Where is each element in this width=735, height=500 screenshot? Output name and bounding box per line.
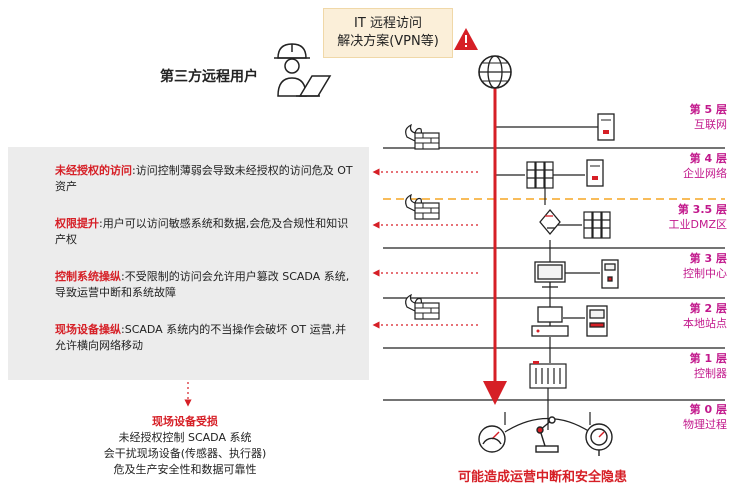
switch-icon [539,208,561,236]
server-icon [597,113,615,141]
risk-text: SCADA 系统内的不当操作会破坏 OT 运营,并允许横向网络移动 [55,323,347,352]
bottom-caption: 可能造成运营中断和安全隐患 [458,470,628,485]
impact-title: 现场设备受损 [152,415,218,428]
impact-line: 危及生产安全性和数据可靠性 [113,463,257,476]
worker-laptop-icon [274,43,332,97]
impact-line: 未经授权控制 SCADA 系统 [118,431,252,444]
risk-title: 未经授权的访问 [55,164,132,177]
impact-line: 会干扰现场设备(传感器、执行器) [103,447,267,460]
warning-icon [454,28,478,50]
globe-icon [478,55,512,89]
layer-label-4: 第 4 层企业网络 [683,152,727,180]
layer-label-5: 第 5 层互联网 [689,103,727,131]
robot-arm-icon [535,416,559,453]
impact-block: 现场设备受损 未经授权控制 SCADA 系统 会干扰现场设备(传感器、执行器) … [75,414,295,478]
risk-title: 权限提升 [55,217,99,230]
layer-label-3-5: 第 3.5 层工业DMZ区 [668,203,728,231]
remote-user-label: 第三方远程用户 [160,69,258,85]
server-rack-icon [526,161,554,189]
top-box-line2: 解决方案(VPN等) [337,34,439,49]
top-box-line1: IT 远程访问 [354,16,422,31]
risk-text: 访问控制薄弱会导致未经授权的访问危及 OT 资产 [55,164,353,193]
risk-item: 权限提升:用户可以访问敏感系统和数据,会危及合规性和知识产权 [55,217,349,246]
monitor-icon [534,261,566,288]
risk-panel [8,147,369,380]
hmi-device-icon [601,259,619,289]
it-remote-access-box: IT 远程访问 解决方案(VPN等) [323,8,453,58]
layer-label-2: 第 2 层本地站点 [683,302,727,330]
risk-title: 现场设备操纵 [55,323,121,336]
firewall-icon [405,193,440,220]
firewall-icon [405,293,440,320]
risk-item: 未经授权的访问:访问控制薄弱会导致未经授权的访问危及 OT 资产 [55,164,353,193]
layer-label-3: 第 3 层控制中心 [683,252,727,280]
risk-text: 用户可以访问敏感系统和数据,会危及合规性和知识产权 [55,217,349,246]
risk-text: 不受限制的访问会允许用户篡改 SCADA 系统,导致运营中断和系统故障 [55,270,350,299]
risk-item: 现场设备操纵:SCADA 系统内的不当操作会破坏 OT 运营,并允许横向网络移动 [55,323,347,352]
workstation-icon [531,306,569,337]
server-icon [586,159,604,187]
server-rack-icon [583,211,611,239]
pressure-gauge-icon [585,423,613,456]
risk-title: 控制系统操纵 [55,270,121,283]
firewall-icon [405,123,440,150]
rtu-icon [586,305,608,337]
plc-icon [529,361,567,389]
layer-label-0: 第 0 层物理过程 [683,403,727,431]
gauge-icon [478,425,506,453]
layer-label-1: 第 1 层控制器 [689,352,727,380]
risk-item: 控制系统操纵:不受限制的访问会允许用户篡改 SCADA 系统,导致运营中断和系统… [55,270,350,299]
